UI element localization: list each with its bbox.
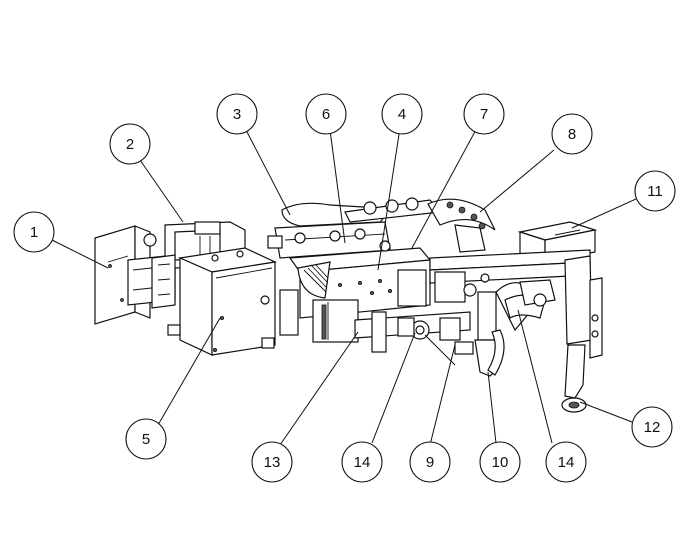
callout-5: 5 xyxy=(125,418,167,460)
cable-chain xyxy=(344,197,496,253)
callout-12: 12 xyxy=(631,406,673,448)
leader-lines xyxy=(51,125,637,446)
callout-label: 14 xyxy=(354,454,371,471)
control-box xyxy=(167,247,278,356)
callout-6: 6 xyxy=(305,93,347,135)
callout-label: 5 xyxy=(142,431,150,448)
callout-1: 1 xyxy=(13,211,55,253)
callout-4: 4 xyxy=(381,93,423,135)
guide-post xyxy=(561,255,603,413)
callout-9: 9 xyxy=(409,441,451,483)
callout-label: 13 xyxy=(264,454,281,471)
callout-10: 10 xyxy=(479,441,521,483)
nozzle-assembly xyxy=(487,279,556,376)
callout-label: 7 xyxy=(480,106,488,123)
machine-drawing xyxy=(94,197,603,413)
horizontal-rail xyxy=(397,249,591,307)
callout-label: 10 xyxy=(492,454,509,471)
callout-7: 7 xyxy=(463,93,505,135)
callout-label: 12 xyxy=(644,419,661,436)
callout-label: 11 xyxy=(647,183,663,200)
lower-arm xyxy=(354,311,474,366)
callout-3: 3 xyxy=(216,93,258,135)
callout-label: 2 xyxy=(126,136,134,153)
callout-11: 11 xyxy=(634,170,676,212)
callout-14-left: 14 xyxy=(341,441,383,483)
callout-13: 13 xyxy=(251,441,293,483)
callout-label: 6 xyxy=(322,106,330,123)
callout-8: 8 xyxy=(551,113,593,155)
callout-label: 9 xyxy=(426,454,434,471)
callout-14-right: 14 xyxy=(545,441,587,483)
callout-label: 3 xyxy=(233,106,241,123)
callout-2: 2 xyxy=(109,123,151,165)
callout-label: 1 xyxy=(30,224,38,241)
callout-label: 8 xyxy=(568,126,576,143)
callout-label: 4 xyxy=(398,106,406,123)
callout-label: 14 xyxy=(558,454,575,471)
